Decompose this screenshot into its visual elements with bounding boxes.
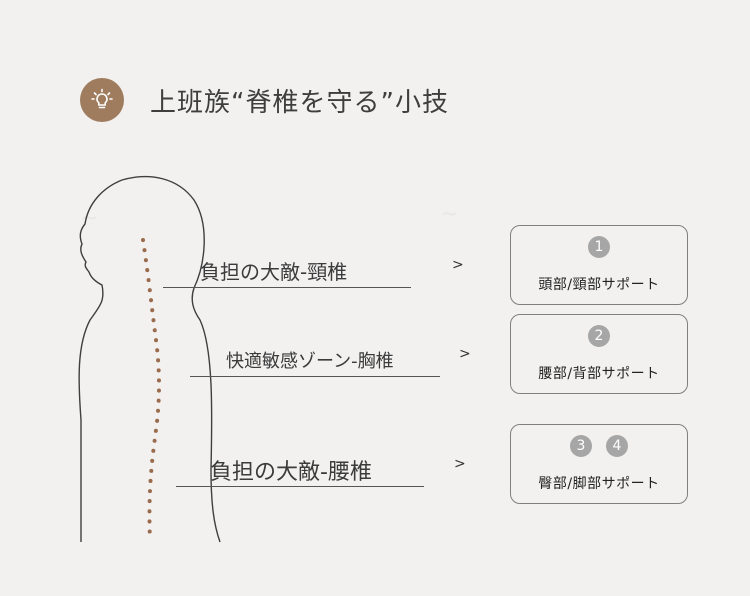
arrow-icon: > <box>459 346 471 362</box>
watermark: ~ <box>440 202 459 227</box>
support-card-head[interactable]: 1 頭部/頸部サポート <box>510 225 688 305</box>
card-label: 腰部/背部サポート <box>538 366 660 382</box>
arrow-icon: > <box>454 456 466 472</box>
number-badge: 2 <box>588 325 610 347</box>
zone-label-cervical: 負担の大敵-頸椎 <box>200 260 348 284</box>
zone-divider <box>163 287 411 288</box>
badge-group: 3 4 <box>511 435 687 457</box>
badge-group: 1 <box>511 236 687 258</box>
badge-group: 2 <box>511 325 687 347</box>
number-badge: 3 <box>570 435 592 457</box>
number-badge: 1 <box>588 236 610 258</box>
support-card-legs[interactable]: 3 4 臀部/脚部サポート <box>510 424 688 504</box>
support-card-back[interactable]: 2 腰部/背部サポート <box>510 314 688 394</box>
zone-label-lumbar: 負担の大敵-腰椎 <box>210 460 372 485</box>
zone-divider <box>190 376 440 377</box>
zone-label-thoracic: 快適敏感ゾーン-胸椎 <box>226 351 394 372</box>
zone-divider <box>176 486 424 487</box>
number-badge: 4 <box>606 435 628 457</box>
card-label: 頭部/頸部サポート <box>538 277 660 293</box>
lightbulb-icon <box>80 78 124 122</box>
page-title: 上班族“脊椎を守る”小技 <box>150 87 449 118</box>
arrow-icon: > <box>452 257 464 273</box>
header: 上班族“脊椎を守る”小技 <box>80 78 449 122</box>
spine-dots <box>141 238 161 542</box>
card-label: 臀部/脚部サポート <box>538 476 660 492</box>
